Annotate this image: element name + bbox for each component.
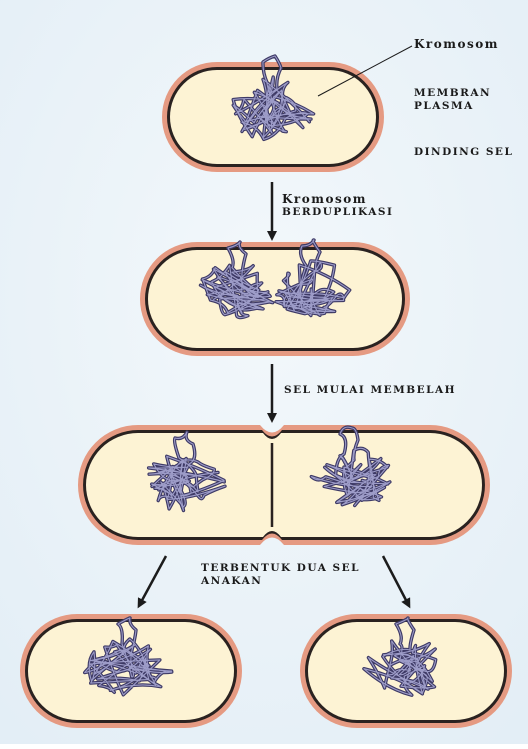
- label-step-3: TERBENTUK DUA SEL ANAKAN: [201, 562, 360, 588]
- label-step2-text: SEL MULAI MEMBELAH: [284, 384, 456, 396]
- label-membran-line1: MEMBRAN: [414, 87, 491, 100]
- label-step3-line2: ANAKAN: [201, 575, 360, 588]
- daughter-cell-left: [20, 614, 242, 728]
- label-step3-line1: TERBENTUK DUA SEL: [201, 562, 360, 575]
- daughter-cell-right: [300, 614, 512, 728]
- label-step1-line2: BERDUPLIKASI: [282, 206, 393, 219]
- label-membran-plasma: MEMBRAN PLASMA: [414, 87, 491, 113]
- label-kromosom-text: Kromosom: [414, 37, 499, 51]
- label-dinding-sel: DINDING SEL: [414, 146, 513, 159]
- label-dinding-sel-text: DINDING SEL: [414, 146, 513, 158]
- label-step-2: SEL MULAI MEMBELAH: [284, 384, 456, 397]
- cytoplasm: [148, 250, 402, 348]
- cell-stage-2: [140, 240, 410, 356]
- label-step-1: Kromosom BERDUPLIKASI: [282, 193, 393, 219]
- cytoplasm: [86, 433, 482, 537]
- cell-stage-1: [162, 56, 384, 172]
- label-step1-line1: Kromosom: [282, 193, 393, 206]
- label-kromosom: Kromosom: [414, 37, 499, 51]
- cell-stage-3: [78, 425, 490, 545]
- label-membran-line2: PLASMA: [414, 100, 491, 113]
